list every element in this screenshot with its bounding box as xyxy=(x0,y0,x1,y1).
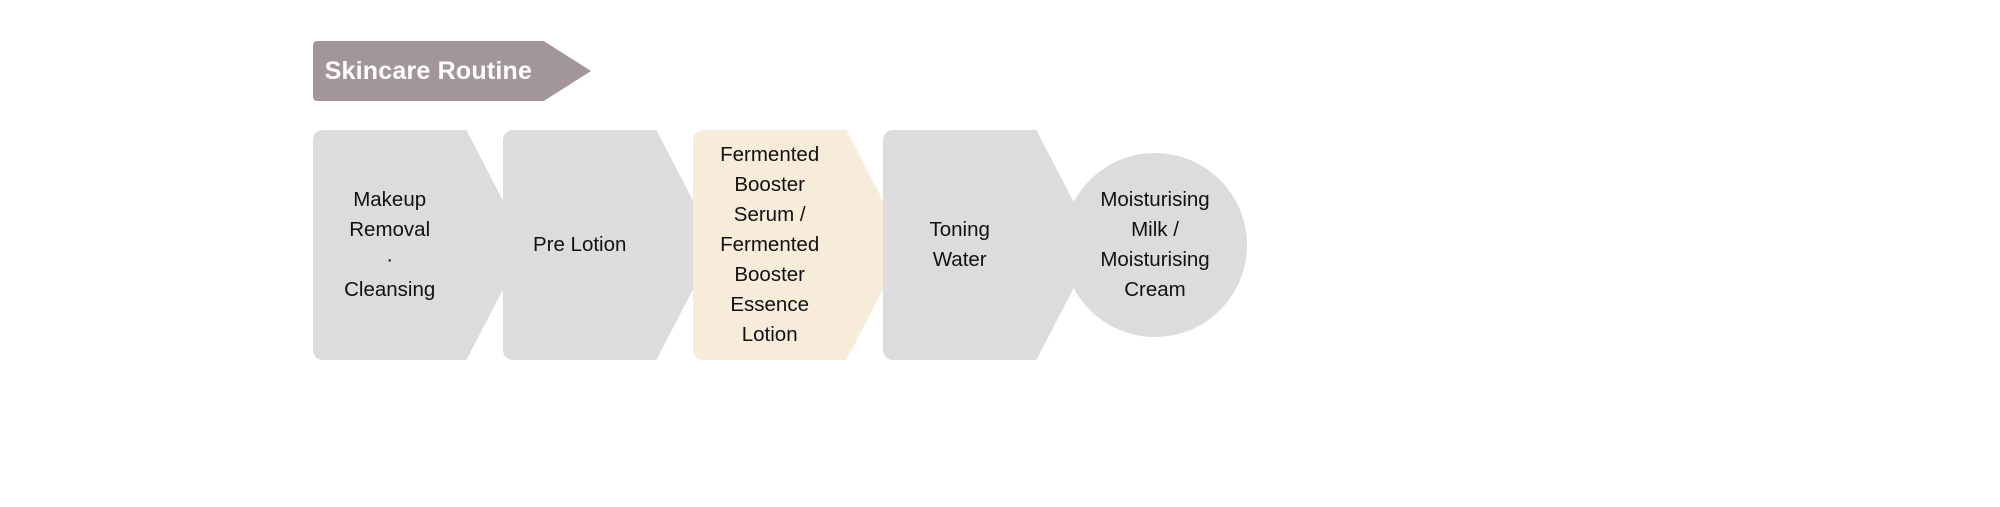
process-step-label: Moisturising Milk / Moisturising Cream xyxy=(1100,188,1210,301)
process-step-pre-lotion[interactable]: Pre Lotion xyxy=(503,130,716,360)
process-step-label: Pre Lotion xyxy=(532,233,627,256)
circle-shape xyxy=(1063,153,1247,337)
title-banner: Skincare Routine xyxy=(313,41,591,101)
title-banner-shape xyxy=(313,41,591,101)
process-flow-row: Makeup Removal · Cleansing Pre Lotion Fe… xyxy=(0,130,2000,360)
process-step-toning-water[interactable]: Toning Water xyxy=(883,130,1096,360)
process-step-label: Makeup Removal · Cleansing xyxy=(344,188,436,301)
process-step-makeup-removal-cleansing[interactable]: Makeup Removal · Cleansing xyxy=(313,130,526,360)
process-step-fermented-booster-serum-essence-lotion[interactable]: Fermented Booster Serum / Fermented Boos… xyxy=(693,130,906,360)
process-step-label: Fermented Booster Serum / Fermented Boos… xyxy=(720,143,820,346)
process-step-moisturising-milk-cream[interactable]: Moisturising Milk / Moisturising Cream xyxy=(1063,153,1247,337)
process-step-label: Toning Water xyxy=(929,218,990,271)
title-banner-label: Skincare Routine xyxy=(324,56,533,85)
